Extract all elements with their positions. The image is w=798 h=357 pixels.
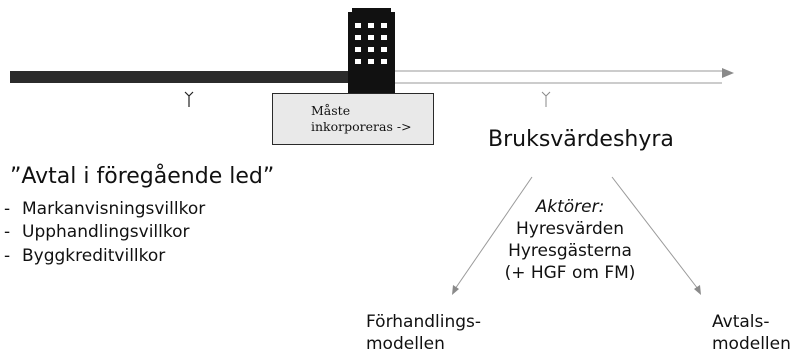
timeline-tick-right xyxy=(541,91,551,107)
condition-text: Markanvisningsvillkor xyxy=(22,199,206,219)
conditions-list: -Markanvisningsvillkor -Upphandlingsvill… xyxy=(4,198,205,268)
list-item: -Markanvisningsvillkor xyxy=(4,199,206,219)
arrow-to-negotiation-model xyxy=(454,176,533,290)
agreement-model-line-2: modellen xyxy=(712,334,791,355)
main-label: Bruksvärdeshyra xyxy=(488,127,674,152)
must-incorporate-line-2: inkorporeras -> xyxy=(311,119,412,135)
list-item: -Byggkreditvillkor xyxy=(4,245,166,266)
timeline-tick-left xyxy=(184,91,194,107)
must-incorporate-line-1: Måste xyxy=(311,103,351,118)
agreement-model-label: Avtals- modellen xyxy=(712,311,791,355)
arrow-to-agreement-model xyxy=(611,176,699,290)
arrowhead-agreement xyxy=(694,285,701,295)
condition-text: Upphandlingsvillkor xyxy=(22,222,190,243)
condition-text: Byggkreditvillkor xyxy=(22,245,166,266)
building-icon xyxy=(348,8,395,94)
negotiation-model-line-1: Förhandlings- xyxy=(366,312,482,332)
arrowhead-negotiation xyxy=(452,285,459,295)
actor-line: Hyresvärden xyxy=(516,219,624,240)
agreement-model-line-1: Avtals- xyxy=(712,312,770,332)
list-item: -Upphandlingsvillkor xyxy=(4,222,190,243)
negotiation-model-label: Förhandlings- modellen xyxy=(366,311,481,355)
must-incorporate-box: Måste inkorporeras -> xyxy=(272,93,434,145)
negotiation-model-line-2: modellen xyxy=(366,334,445,355)
actor-line: Hyresgästerna xyxy=(508,241,632,262)
timeline-arrowhead xyxy=(722,68,734,78)
timeline-bar-dark xyxy=(10,71,348,83)
actors-heading: Aktörer: xyxy=(535,197,605,217)
actors-block: Aktörer: Hyresvärden Hyresgästerna (+ HG… xyxy=(488,196,652,284)
actor-line: (+ HGF om FM) xyxy=(504,263,636,284)
previous-stage-title: ”Avtal i föregående led” xyxy=(10,164,275,189)
